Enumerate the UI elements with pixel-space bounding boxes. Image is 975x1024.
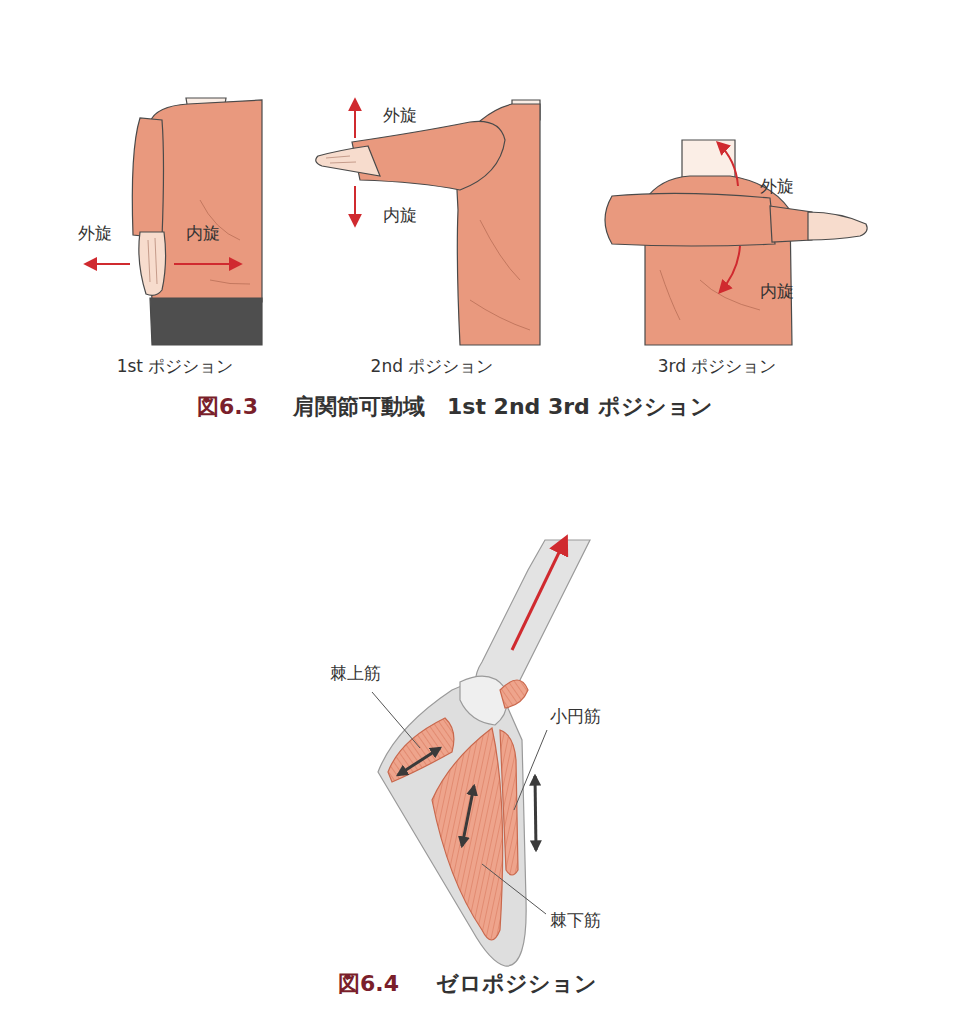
position-label: 2nd ポジション xyxy=(371,356,494,376)
muscle-label: 棘上筋 xyxy=(330,663,381,683)
figure-zero-position xyxy=(372,538,590,966)
figure-caption: ゼロポジション xyxy=(436,971,597,997)
muscle-label: 小円筋 xyxy=(550,706,601,726)
figure-caption: 肩関節可動域 1st 2nd 3rd ポジション xyxy=(293,394,713,420)
rotation-label: 内旋 xyxy=(760,281,794,301)
rotation-label: 外旋 xyxy=(760,176,794,196)
rotation-label: 外旋 xyxy=(383,105,417,125)
rotation-label: 内旋 xyxy=(186,223,220,243)
rotation-label: 内旋 xyxy=(383,205,417,225)
figure-third-position xyxy=(605,140,867,345)
muscle-label: 棘下筋 xyxy=(550,910,601,930)
position-label: 1st ポジション xyxy=(117,356,234,376)
figure-second-position xyxy=(316,100,540,345)
figure-first-position xyxy=(86,98,262,345)
figure-number: 図6.3 xyxy=(197,394,258,420)
rotation-label: 外旋 xyxy=(78,223,112,243)
figure-number: 図6.4 xyxy=(338,971,399,997)
position-label: 3rd ポジション xyxy=(658,356,777,376)
